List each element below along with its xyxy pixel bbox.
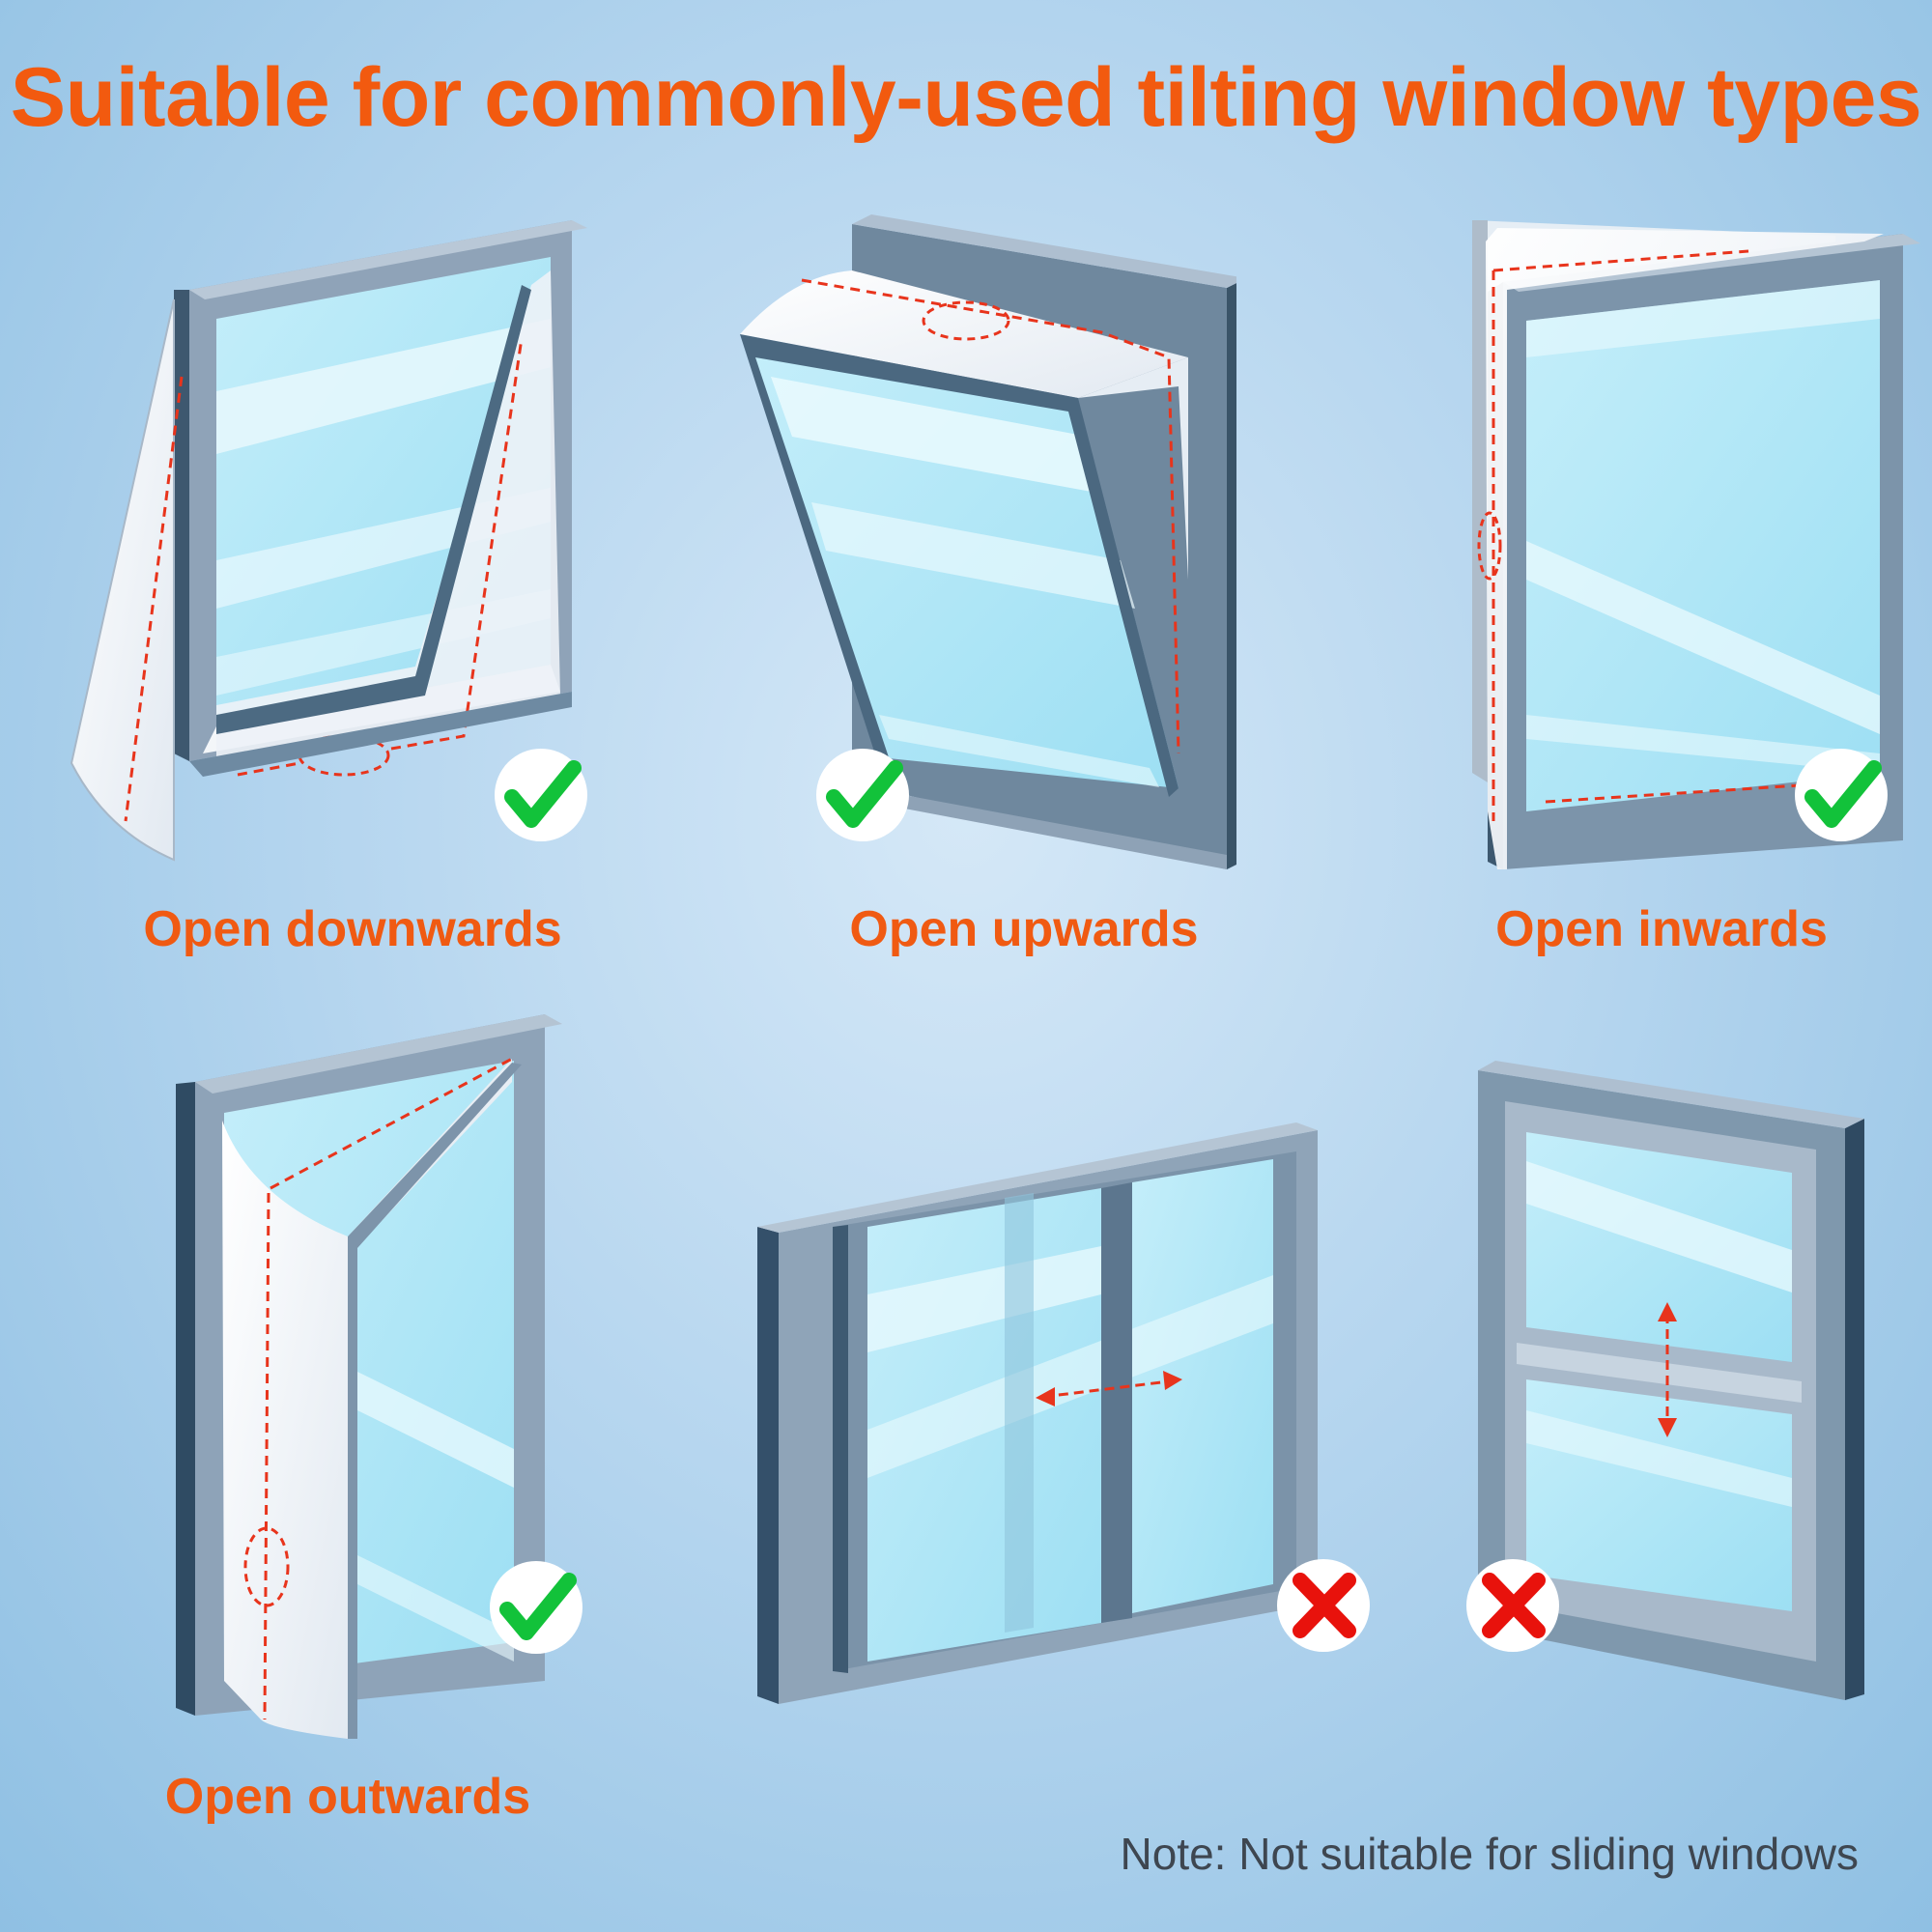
check-icon [1795, 749, 1888, 841]
window-open-outwards [176, 1014, 582, 1739]
window-open-upwards [740, 214, 1236, 869]
caption-open-downwards: Open downwards [143, 901, 562, 957]
window-sliding-vertical [1466, 1061, 1864, 1700]
cross-icon [1277, 1559, 1370, 1652]
cross-icon [1466, 1559, 1559, 1652]
caption-open-upwards: Open upwards [849, 901, 1199, 957]
caption-open-inwards: Open inwards [1495, 901, 1828, 957]
footnote: Note: Not suitable for sliding windows [1120, 1829, 1859, 1879]
window-sliding-horizontal [757, 1122, 1370, 1704]
check-icon [816, 749, 909, 841]
double-arrow-icon [1036, 1371, 1182, 1406]
window-open-downwards [70, 220, 587, 862]
window-open-inwards [1472, 220, 1920, 869]
check-icon [490, 1561, 582, 1654]
double-arrow-icon [1658, 1302, 1677, 1437]
page-title: Suitable for commonly-used tilting windo… [10, 51, 1922, 144]
caption-open-outwards: Open outwards [164, 1769, 531, 1825]
check-icon [495, 749, 587, 841]
